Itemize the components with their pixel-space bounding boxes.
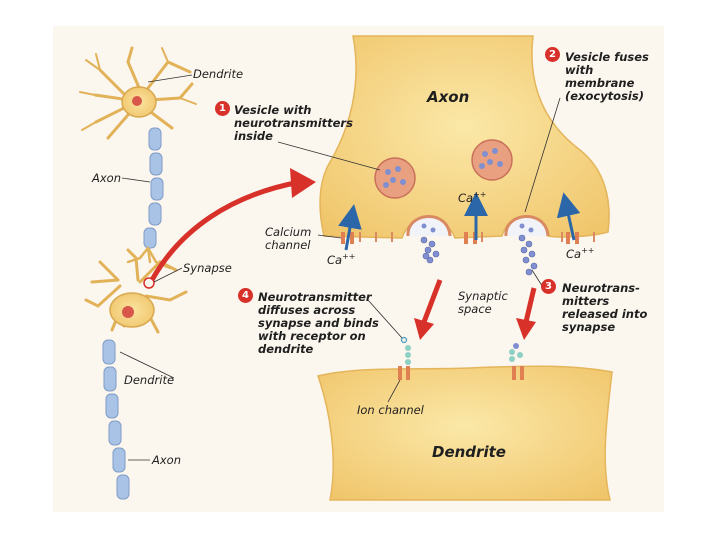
vesicle-right xyxy=(471,139,513,181)
diffusion-arrow-right xyxy=(523,287,537,323)
label-ca-right: Ca++ xyxy=(566,246,595,261)
calcium-channel-right xyxy=(566,232,579,244)
calcium-channel-left xyxy=(341,232,354,244)
neuron-middle xyxy=(84,248,188,334)
neuron-top xyxy=(79,46,197,140)
calcium-influx-arrow-right xyxy=(556,192,581,241)
label-synaptic-space: Synaptic space xyxy=(458,289,508,316)
step-2-badge: 2 xyxy=(545,47,560,62)
fusing-vesicle-right xyxy=(504,215,550,237)
step-1-badge: 1 xyxy=(215,101,230,116)
dendrite-terminal xyxy=(317,365,613,501)
step-3-badge: 3 xyxy=(541,279,556,294)
label-axon-bottom: Axon xyxy=(152,453,181,467)
step-4-text: Neurotransmitter diffuses across synapse… xyxy=(258,290,379,356)
label-dendrite-main: Dendrite xyxy=(432,443,506,461)
diffusion-arrow-left xyxy=(421,279,443,323)
label-calcium-channel: Calcium channel xyxy=(265,225,312,252)
label-ion-channel: Ion channel xyxy=(357,403,424,417)
step-1-text: Vesicle with neurotransmitters inside xyxy=(234,103,353,143)
label-axon-main: Axon xyxy=(427,88,470,106)
ca-left-charge: ++ xyxy=(342,252,356,262)
axon-bottom xyxy=(102,339,130,500)
label-ca-mid: Ca++ xyxy=(458,190,487,205)
magnify-arrow xyxy=(149,179,301,282)
ca-right-symbol: Ca xyxy=(566,247,582,261)
label-ca-left: Ca++ xyxy=(327,252,356,267)
ca-left-symbol: Ca xyxy=(327,253,343,267)
ca-mid-charge: ++ xyxy=(473,190,487,200)
step-2-text: Vesicle fuses with membrane (exocytosis) xyxy=(565,50,649,103)
magnify-arrowhead xyxy=(290,168,316,198)
step-4-badge: 4 xyxy=(238,288,253,303)
ca-mid-symbol: Ca xyxy=(458,191,474,205)
step-3-text: Neurotrans- mitters released into synaps… xyxy=(562,281,648,334)
label-dendrite-mid: Dendrite xyxy=(124,373,175,387)
axon-top xyxy=(126,127,172,270)
calcium-influx-arrow-left xyxy=(338,204,362,251)
released-transmitters-left xyxy=(420,236,440,264)
label-axon-left: Axon xyxy=(92,171,121,185)
ion-channel-right xyxy=(509,343,524,380)
fusing-vesicle-left xyxy=(406,215,452,237)
synapse-marker xyxy=(143,277,155,289)
ion-channel-left xyxy=(398,336,411,380)
ca-right-charge: ++ xyxy=(581,246,595,256)
vesicle-left xyxy=(374,157,416,199)
released-transmitters-right xyxy=(518,234,538,276)
label-synapse: Synapse xyxy=(183,261,232,275)
label-dendrite-top: Dendrite xyxy=(193,67,244,81)
